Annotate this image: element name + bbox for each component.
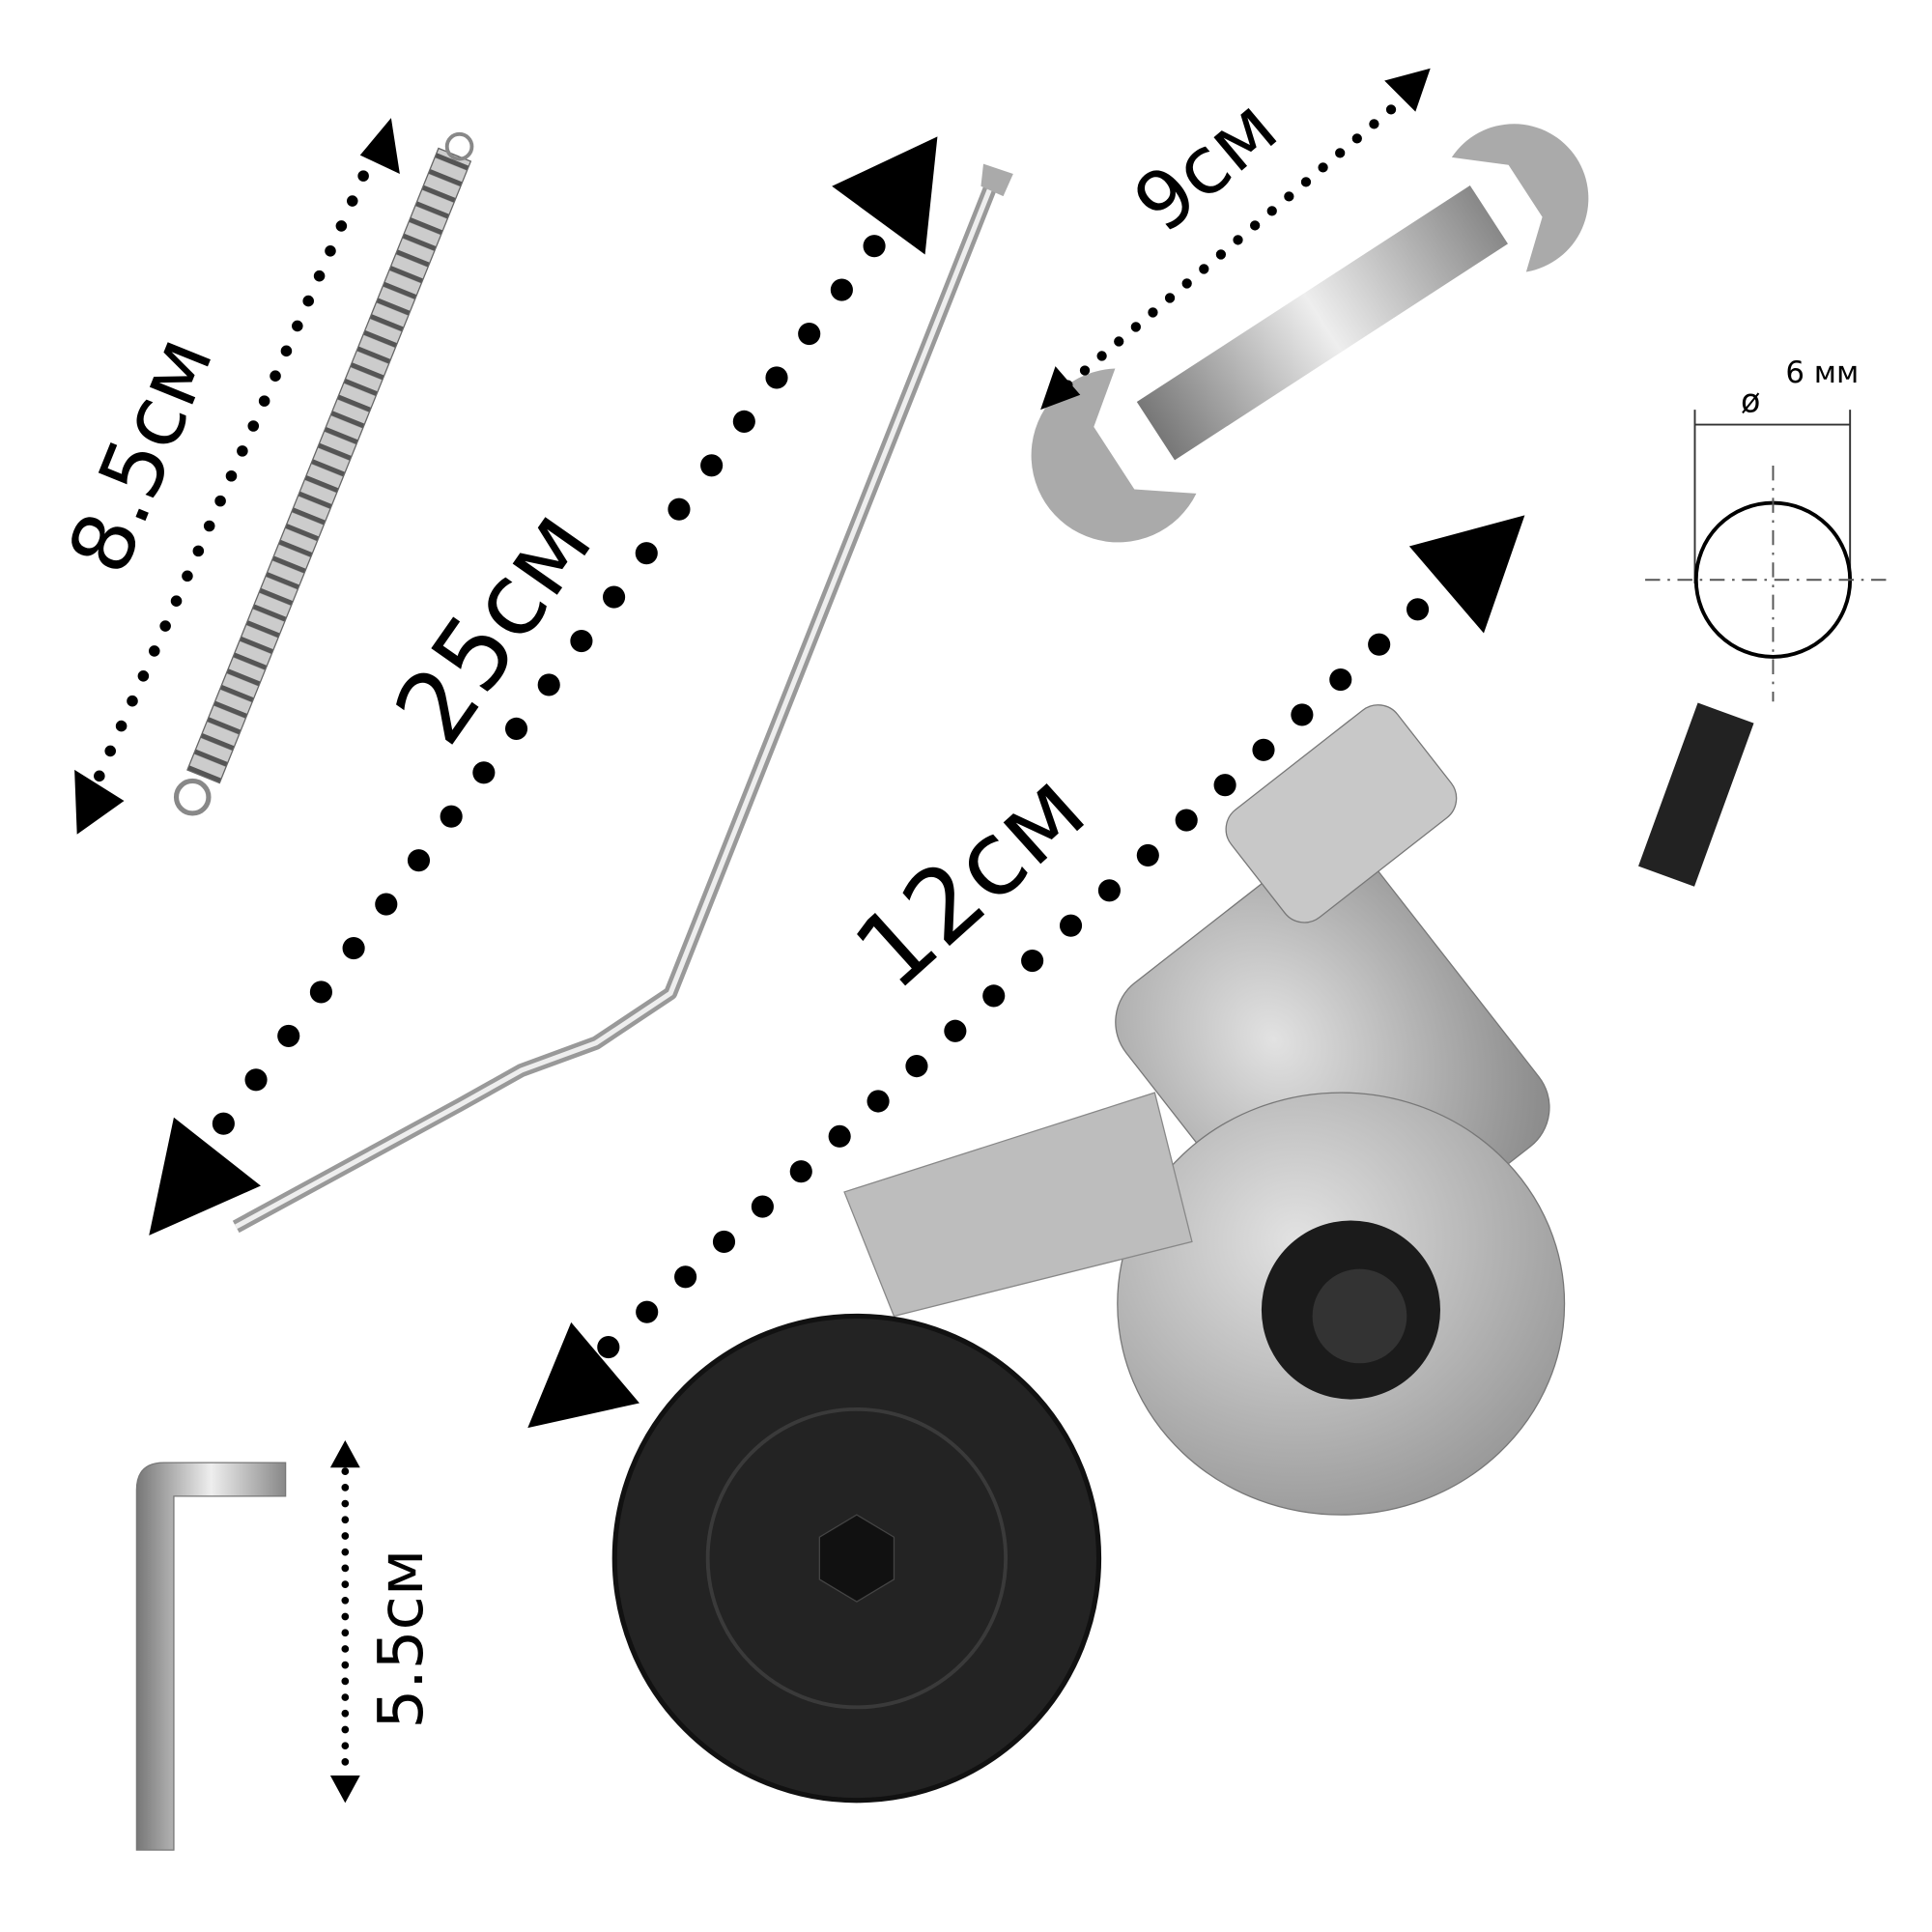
shaft-diameter-diagram: ø 6 мм — [1645, 355, 1894, 702]
diameter-value: 6 мм — [1785, 355, 1859, 390]
hex-key-dimension: 5.5см — [329, 1440, 438, 1804]
arrowhead-icon — [74, 769, 125, 835]
rod-length-label: 25см — [374, 489, 614, 764]
hex-key-length-label: 5.5см — [365, 1549, 438, 1729]
diameter-symbol: ø — [1741, 383, 1760, 420]
cutter-attachment — [611, 702, 1754, 1804]
spring-length-label: 8.5см — [49, 323, 232, 586]
arrowhead-icon — [832, 136, 938, 255]
hex-key — [135, 1462, 287, 1851]
arrowhead-icon — [149, 1117, 261, 1236]
arrowhead-icon — [329, 1440, 360, 1468]
arrowhead-icon — [1408, 515, 1525, 634]
arrowhead-icon — [1040, 366, 1081, 411]
wrench-length-label: 9см — [1118, 81, 1294, 250]
rod-dimension: 25см — [149, 136, 938, 1236]
tool-length-label: 12см — [833, 749, 1107, 1012]
arrowhead-icon — [527, 1321, 639, 1429]
rod — [232, 163, 1013, 1234]
arrowhead-icon — [329, 1776, 360, 1804]
arrowhead-icon — [359, 118, 400, 174]
spring — [173, 131, 474, 816]
arrowhead-icon — [1384, 68, 1431, 112]
wrench — [1031, 124, 1589, 543]
